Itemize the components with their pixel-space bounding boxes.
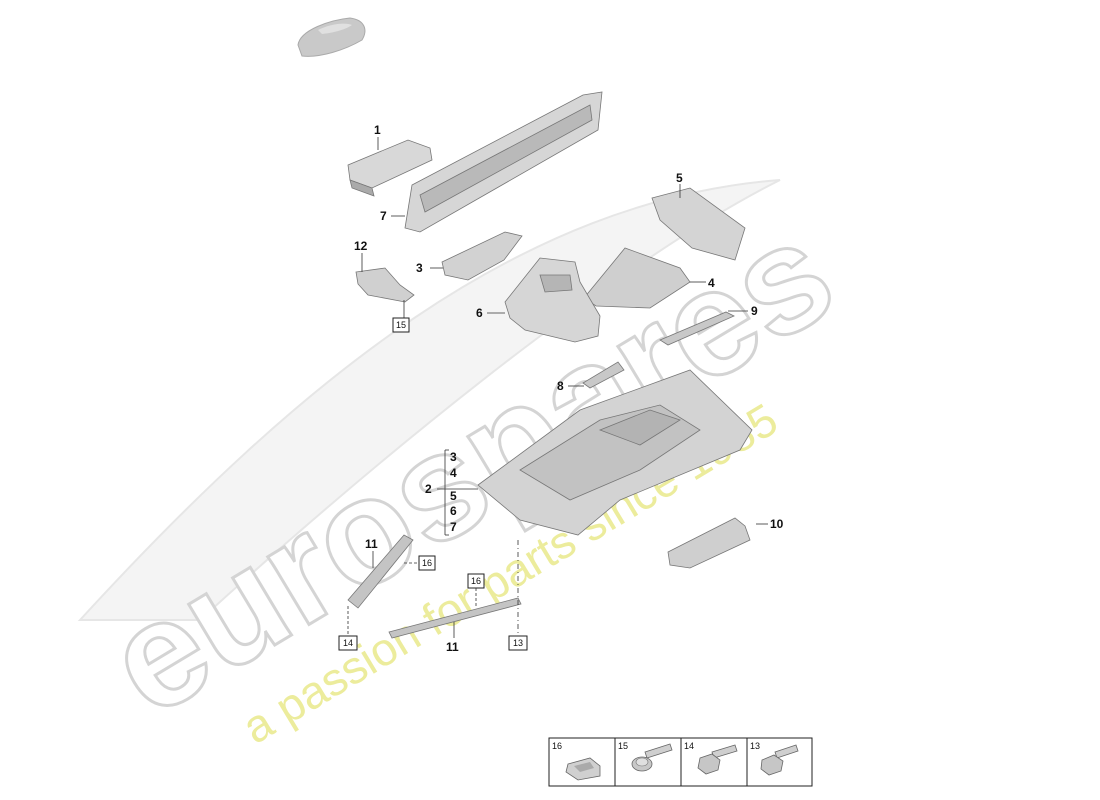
flange-bolt-icon bbox=[631, 743, 673, 772]
part-6-member bbox=[504, 257, 601, 343]
part-11-sill bbox=[347, 534, 414, 609]
legend-cell-15: 15 bbox=[614, 737, 682, 787]
part-12-bracket bbox=[355, 267, 415, 303]
part-3-panel bbox=[441, 231, 523, 281]
bracket-item: 5 bbox=[450, 489, 457, 503]
callout-2: 2 bbox=[425, 482, 432, 496]
callout-12: 12 bbox=[354, 239, 368, 253]
car-thumbnail-icon bbox=[297, 17, 366, 57]
part-9-strip bbox=[659, 311, 735, 346]
callout-1: 1 bbox=[374, 123, 381, 137]
part-1-bracket bbox=[347, 139, 433, 197]
ref-box-16: 16 bbox=[467, 573, 485, 589]
legend-cell-16: 16 bbox=[548, 737, 616, 787]
callout-9: 9 bbox=[751, 304, 758, 318]
ref-box-16: 16 bbox=[418, 555, 436, 571]
ref-box-label: 16 bbox=[471, 576, 481, 586]
callout-6: 6 bbox=[476, 306, 483, 320]
bracket-item: 3 bbox=[450, 450, 457, 464]
ref-box-label: 15 bbox=[396, 320, 406, 330]
boxed-references: 15 16 16 14 13 bbox=[338, 317, 528, 651]
leader-lines bbox=[347, 137, 768, 638]
ref-box-label: 13 bbox=[513, 638, 523, 648]
legend-number: 13 bbox=[750, 741, 760, 751]
bracket-item: 7 bbox=[450, 520, 457, 534]
fastener-legend: 16 15 14 13 bbox=[548, 737, 813, 787]
legend-number: 14 bbox=[684, 741, 694, 751]
callout-11: 11 bbox=[365, 537, 378, 551]
legend-cell-14: 14 bbox=[680, 737, 748, 787]
callout-10: 10 bbox=[770, 517, 784, 531]
ref-box-label: 16 bbox=[422, 558, 432, 568]
legend-number: 16 bbox=[552, 741, 562, 751]
callout-3: 3 bbox=[416, 261, 423, 275]
ref-box-label: 14 bbox=[343, 638, 353, 648]
hex-bolt-icon bbox=[697, 744, 738, 775]
part-8-strip bbox=[582, 361, 625, 389]
ref-box-14: 14 bbox=[338, 635, 358, 651]
part-7-long-rail bbox=[404, 91, 603, 233]
part-11-strut bbox=[388, 597, 522, 639]
legend-number: 15 bbox=[618, 741, 628, 751]
callout-labels: 1 2 3 4 5 6 7 8 9 10 11 11 12 bbox=[354, 123, 784, 654]
hex-bolt-icon bbox=[760, 744, 799, 776]
ref-box-13: 13 bbox=[508, 635, 528, 651]
bracket-item: 4 bbox=[450, 466, 457, 480]
bracket-item: 6 bbox=[450, 504, 457, 518]
callout-8: 8 bbox=[557, 379, 564, 393]
callout-5: 5 bbox=[676, 171, 683, 185]
watermark-swoosh bbox=[77, 179, 781, 621]
legend-cell-13: 13 bbox=[746, 737, 813, 787]
callout-4: 4 bbox=[708, 276, 715, 290]
part-10-strip bbox=[667, 517, 751, 569]
part-2-floor-assembly bbox=[477, 369, 753, 536]
callout-11: 11 bbox=[446, 640, 459, 654]
part-5-panel bbox=[651, 187, 746, 261]
group-bracket: 3 4 5 6 7 bbox=[444, 449, 457, 536]
ref-box-15: 15 bbox=[392, 317, 410, 333]
callout-7: 7 bbox=[380, 209, 387, 223]
clip-nut-icon bbox=[565, 757, 601, 781]
